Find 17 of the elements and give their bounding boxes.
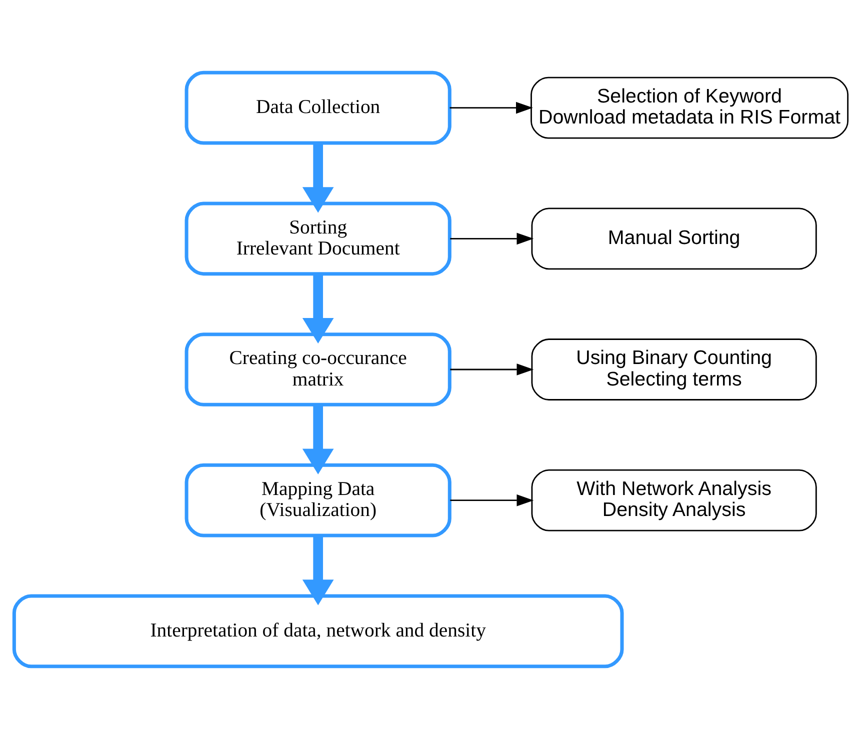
arrow bbox=[302, 404, 334, 474]
node-box: Sorting Irrelevant Document bbox=[184, 201, 452, 276]
node-box: Data Collection bbox=[184, 70, 452, 144]
arrow bbox=[450, 494, 534, 506]
node-box: Manual Sorting bbox=[531, 207, 817, 270]
node-box: Selection of Keyword Download metadata in RIS Format bbox=[530, 76, 849, 138]
node-box: Creating co-occurance matrix bbox=[184, 332, 452, 406]
node-box: Mapping Data (Visualization) bbox=[184, 462, 452, 537]
arrow bbox=[302, 143, 334, 212]
arrow bbox=[450, 101, 533, 114]
node-box: Interpretation of data, network and density bbox=[12, 594, 624, 668]
arrow bbox=[302, 274, 334, 344]
node-box: With Network Analysis Density Analysis bbox=[531, 468, 817, 531]
arrow bbox=[450, 232, 534, 244]
arrow bbox=[302, 536, 334, 605]
arrow bbox=[450, 363, 534, 375]
node-box: Using Binary Counting Selecting terms bbox=[531, 338, 817, 400]
